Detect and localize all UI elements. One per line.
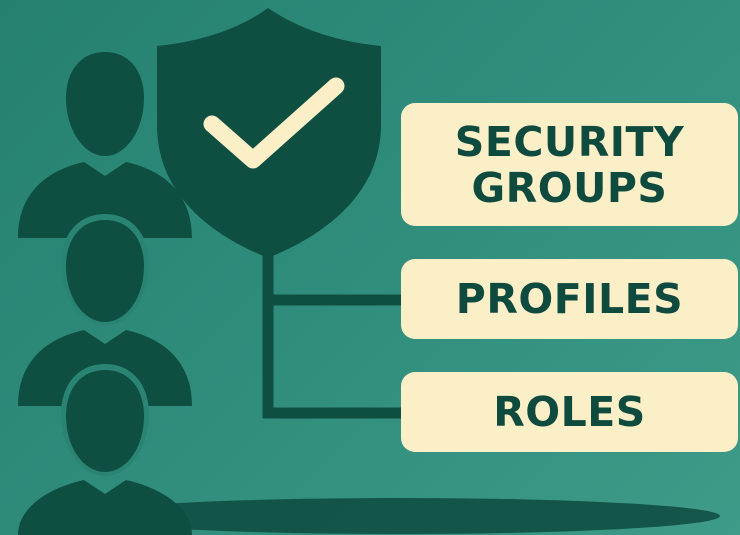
user-icon [18, 52, 192, 238]
user-head [66, 52, 144, 156]
security-groups-box: SECURITY GROUPS [401, 103, 738, 226]
check-mark-icon [203, 77, 345, 169]
user-icon [18, 214, 192, 406]
roles-label: ROLES [493, 388, 646, 436]
ground-shadow [80, 498, 720, 534]
user-head [66, 370, 144, 472]
roles-box: ROLES [401, 372, 738, 452]
security-label-line1: SECURITY [454, 117, 685, 166]
profiles-label: PROFILES [455, 275, 684, 323]
user-shoulders [18, 480, 192, 535]
user-icon [18, 364, 192, 535]
security-label-line2: GROUPS [471, 163, 668, 212]
shield-check-icon [157, 8, 381, 258]
user-shoulders [18, 162, 192, 238]
profiles-box: PROFILES [401, 259, 738, 339]
connector-lines [262, 248, 403, 419]
security-groups-label: SECURITY GROUPS [455, 119, 684, 211]
user-head [66, 220, 144, 322]
shield-body [157, 8, 381, 258]
